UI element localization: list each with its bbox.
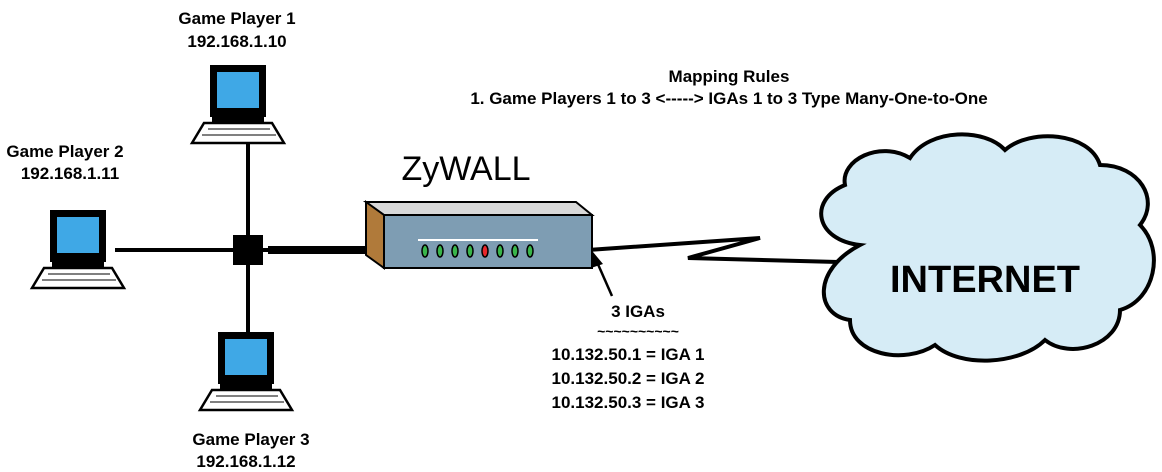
zywall-label: ZyWALL	[401, 150, 530, 188]
hub-icon	[233, 235, 263, 265]
player-3-name: Game Player 3	[192, 430, 309, 449]
player-3-ip: 192.168.1.12	[196, 452, 295, 471]
player-1-ip: 192.168.1.10	[187, 32, 286, 51]
game-player-3-pc-icon	[198, 330, 294, 412]
internet-label: INTERNET	[890, 259, 1080, 301]
iga-entry-2: 10.132.50.2 = IGA 2	[552, 369, 705, 388]
mapping-rules-title: Mapping Rules	[669, 67, 790, 86]
zywall-device-icon	[362, 200, 595, 270]
wan-link	[587, 236, 839, 264]
mapping-rule-1: 1. Game Players 1 to 3 <-----> IGAs 1 to…	[470, 89, 987, 108]
player-2-name: Game Player 2	[6, 142, 123, 161]
player-1-name: Game Player 1	[178, 9, 295, 28]
game-player-1-pc-icon	[190, 63, 286, 145]
player-2-ip: 192.168.1.11	[21, 164, 119, 183]
igas-separator: ~~~~~~~~~~	[597, 323, 679, 339]
iga-entry-3: 10.132.50.3 = IGA 3	[552, 393, 705, 412]
status-leds	[421, 244, 534, 258]
iga-entry-1: 10.132.50.1 = IGA 1	[552, 345, 705, 364]
iga-arrow	[595, 261, 614, 297]
internet-cloud-icon	[819, 132, 1156, 363]
game-player-2-pc-icon	[30, 208, 126, 290]
arrow-head-icon	[591, 252, 603, 268]
igas-title: 3 IGAs	[611, 302, 665, 321]
